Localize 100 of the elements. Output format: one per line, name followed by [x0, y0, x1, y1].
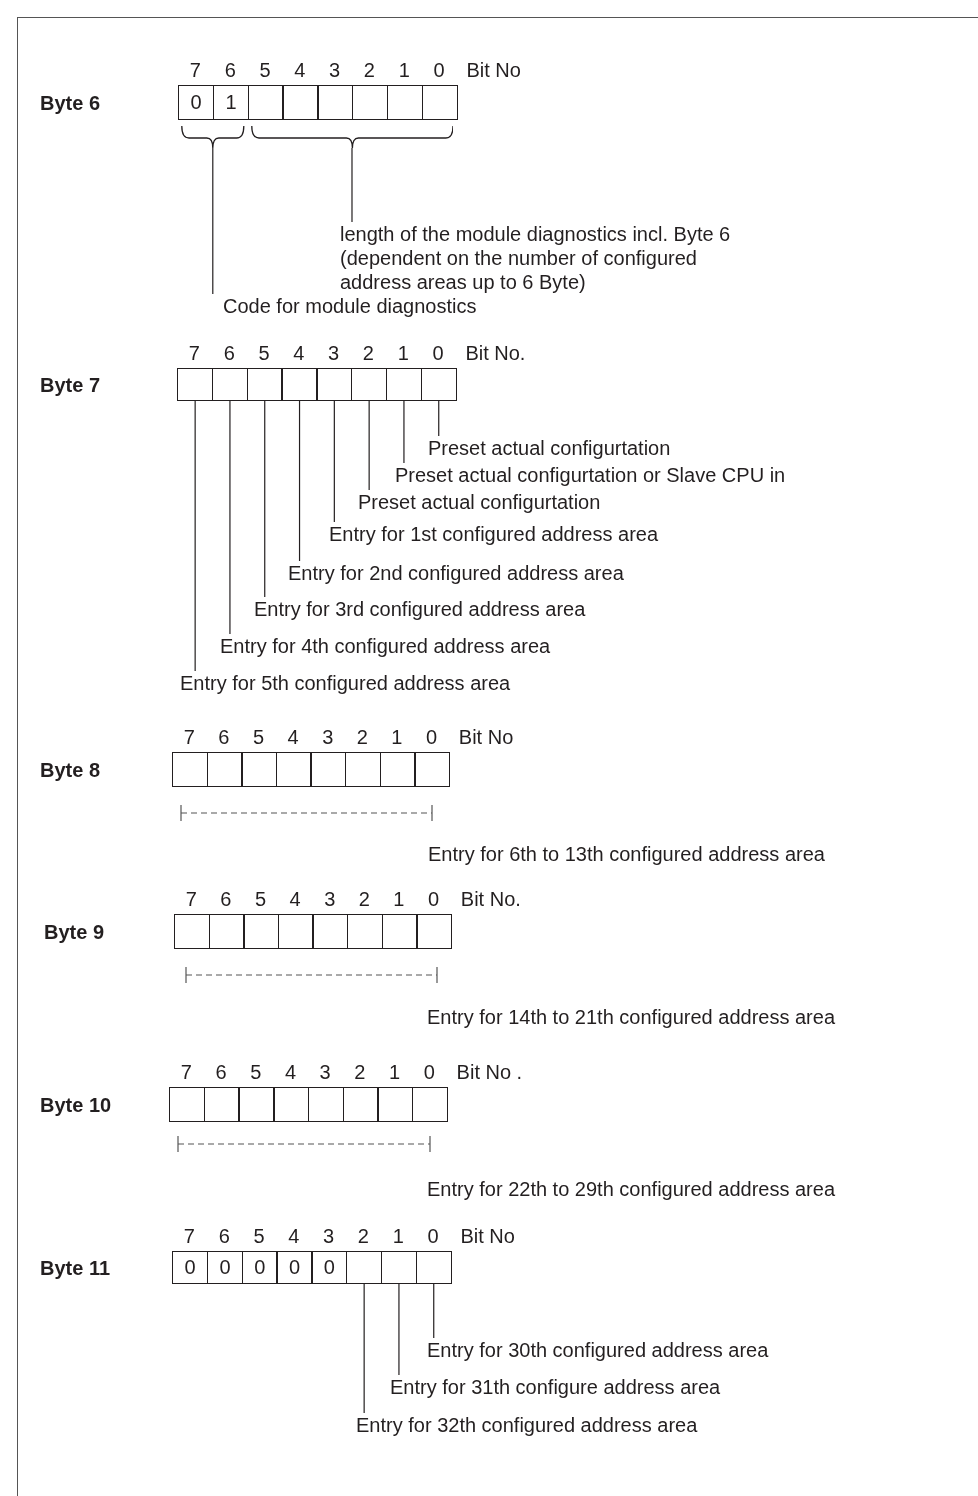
bit-number: 5 — [252, 725, 265, 749]
bit-number: 6 — [215, 1060, 227, 1084]
bit-cell — [411, 1087, 449, 1122]
bit-number: 5 — [250, 1060, 262, 1084]
bit-number: 2 — [357, 1224, 369, 1248]
callout-text: Entry for 4th configured address area — [220, 634, 551, 658]
field-description: Entry for 22th to 29th configured address area — [427, 1177, 836, 1201]
bit-cell — [415, 1251, 452, 1284]
bit-cell — [316, 368, 353, 401]
callout-text: Entry for 1st configured address area — [329, 522, 659, 546]
bit-number: 4 — [293, 341, 305, 365]
callout-text: Entry for 30th configured address area — [427, 1338, 769, 1362]
bit-number: 1 — [392, 1224, 404, 1248]
leader-line — [229, 400, 231, 635]
bit-cell: 0 — [172, 1251, 209, 1284]
bit-number: 1 — [391, 725, 403, 749]
byte-label: Byte 8 — [40, 757, 101, 782]
bit-cell — [174, 914, 211, 949]
bit-number: 0 — [433, 58, 445, 82]
field-description: Entry for 6th to 13th configured address area — [428, 842, 825, 866]
bit-cell — [347, 914, 384, 949]
bit-cell: 0 — [241, 1251, 278, 1284]
bit-cell — [177, 368, 214, 401]
bit-cell — [420, 368, 457, 401]
bit-cell — [377, 1087, 414, 1122]
bit-cell — [416, 914, 453, 949]
bit-cell: 0 — [178, 85, 215, 120]
leader-line — [333, 400, 335, 523]
byte-label: Byte 6 — [40, 90, 101, 115]
bit-cell — [379, 752, 416, 787]
leader-line — [403, 400, 405, 464]
bit-number-caption: Bit No. — [465, 341, 526, 365]
bit-number: 7 — [183, 1224, 195, 1248]
bit-number-caption: Bit No . — [456, 1060, 523, 1084]
byte-label: Byte 11 — [40, 1255, 111, 1280]
bit-cell — [317, 85, 354, 120]
bit-cell — [238, 1087, 275, 1122]
bit-cell: 0 — [206, 1251, 244, 1284]
bit-cell — [277, 914, 314, 949]
bit-number: 7 — [180, 1060, 192, 1084]
bit-cell — [380, 1251, 418, 1284]
byte-label: Byte 10 — [40, 1092, 112, 1117]
bit-number: 5 — [258, 341, 270, 365]
bit-number: 7 — [188, 341, 200, 365]
bit-cell — [243, 914, 280, 949]
bit-number: 5 — [253, 1224, 265, 1248]
byte-label: Byte 7 — [40, 372, 101, 397]
bit-number: 4 — [287, 725, 299, 749]
bit-number: 7 — [183, 725, 195, 749]
callout-text: Entry for 32th configured address area — [356, 1413, 698, 1437]
bit-cell — [310, 752, 347, 787]
bit-number: 3 — [324, 887, 336, 911]
leader-line — [433, 1283, 435, 1339]
bit-cell — [385, 368, 423, 401]
leader-line — [363, 1283, 365, 1414]
bit-cell — [345, 752, 382, 787]
bit-number: 6 — [220, 887, 232, 911]
callout-text: length of the module diagnostics incl. Byte 6 (dependent on the number of configured address areas up to 6 Byte) — [340, 222, 755, 294]
callout-text: Entry for 2nd configured address area — [288, 561, 624, 585]
byte-label: Byte 9 — [44, 919, 105, 944]
bit-number: 1 — [389, 1060, 401, 1084]
leader-line — [351, 147, 353, 223]
bit-number: 1 — [393, 887, 405, 911]
bit-cell — [275, 752, 312, 787]
leader-line — [368, 400, 370, 491]
bit-number: 2 — [362, 341, 374, 365]
bit-number: 4 — [294, 58, 306, 82]
leader-line — [264, 400, 266, 598]
callout-text: Preset actual configurtation — [358, 490, 601, 514]
callout-text: Preset actual configurtation — [428, 436, 671, 460]
bit-number: 0 — [432, 341, 444, 365]
callout-text: Entry for 3rd configured address area — [254, 597, 586, 621]
bit-number: 1 — [398, 58, 410, 82]
bit-number: 3 — [319, 1060, 331, 1084]
bit-cell — [307, 1087, 344, 1122]
bit-number: 4 — [289, 887, 301, 911]
bit-cell — [421, 85, 458, 120]
bit-number-caption: Bit No — [466, 58, 521, 82]
bit-cell — [246, 368, 283, 401]
bit-number: 0 — [423, 1060, 435, 1084]
bit-number: 4 — [284, 1060, 296, 1084]
bit-number: 7 — [189, 58, 201, 82]
bit-cell — [211, 368, 249, 401]
bit-cell — [386, 85, 424, 120]
field-description: Entry for 14th to 21th configured address area — [427, 1005, 836, 1029]
bit-number: 0 — [427, 1224, 439, 1248]
bit-number: 2 — [354, 1060, 366, 1084]
bit-number: 7 — [185, 887, 197, 911]
bit-number: 2 — [356, 725, 368, 749]
bit-cell — [208, 914, 245, 949]
bit-cell — [312, 914, 349, 949]
bit-number: 4 — [288, 1224, 300, 1248]
bit-cell — [342, 1087, 379, 1122]
bit-cell — [281, 368, 318, 401]
bit-cell — [203, 1087, 240, 1122]
leader-line — [438, 400, 440, 437]
bit-number-caption: Bit No. — [460, 887, 521, 911]
bit-number: 2 — [363, 58, 375, 82]
bit-cell — [282, 85, 319, 120]
leader-line — [298, 400, 301, 562]
